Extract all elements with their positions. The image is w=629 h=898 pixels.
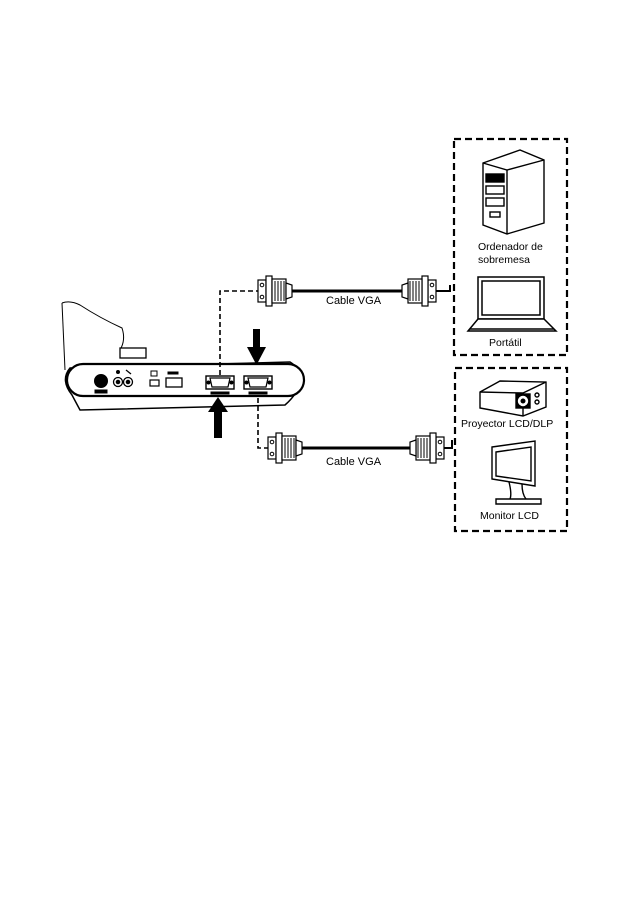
monitor-label: Monitor LCD (480, 510, 539, 522)
desktop-label-line1: Ordenador de (478, 241, 543, 253)
vga-cable-bottom (257, 398, 453, 464)
display-group-box (453, 366, 569, 533)
computer-group-box (452, 137, 569, 357)
laptop-icon (466, 276, 558, 332)
desktop-tower-icon (482, 149, 545, 235)
laptop-label: Portátil (489, 337, 522, 349)
cable-label-bottom: Cable VGA (326, 456, 382, 468)
cable-label-top: Cable VGA (326, 295, 382, 307)
projector-label: Proyector LCD/DLP (461, 418, 554, 430)
document-camera (61, 301, 306, 411)
arrow-up-icon (208, 397, 228, 438)
vga-in-port (205, 375, 235, 395)
vga-cable-top (219, 275, 451, 375)
desktop-label-line2: sobremesa (478, 254, 530, 266)
vga-out-port (243, 375, 273, 395)
projector-icon (479, 380, 547, 417)
lcd-monitor-icon (491, 440, 542, 505)
arrow-down-icon (247, 329, 266, 365)
